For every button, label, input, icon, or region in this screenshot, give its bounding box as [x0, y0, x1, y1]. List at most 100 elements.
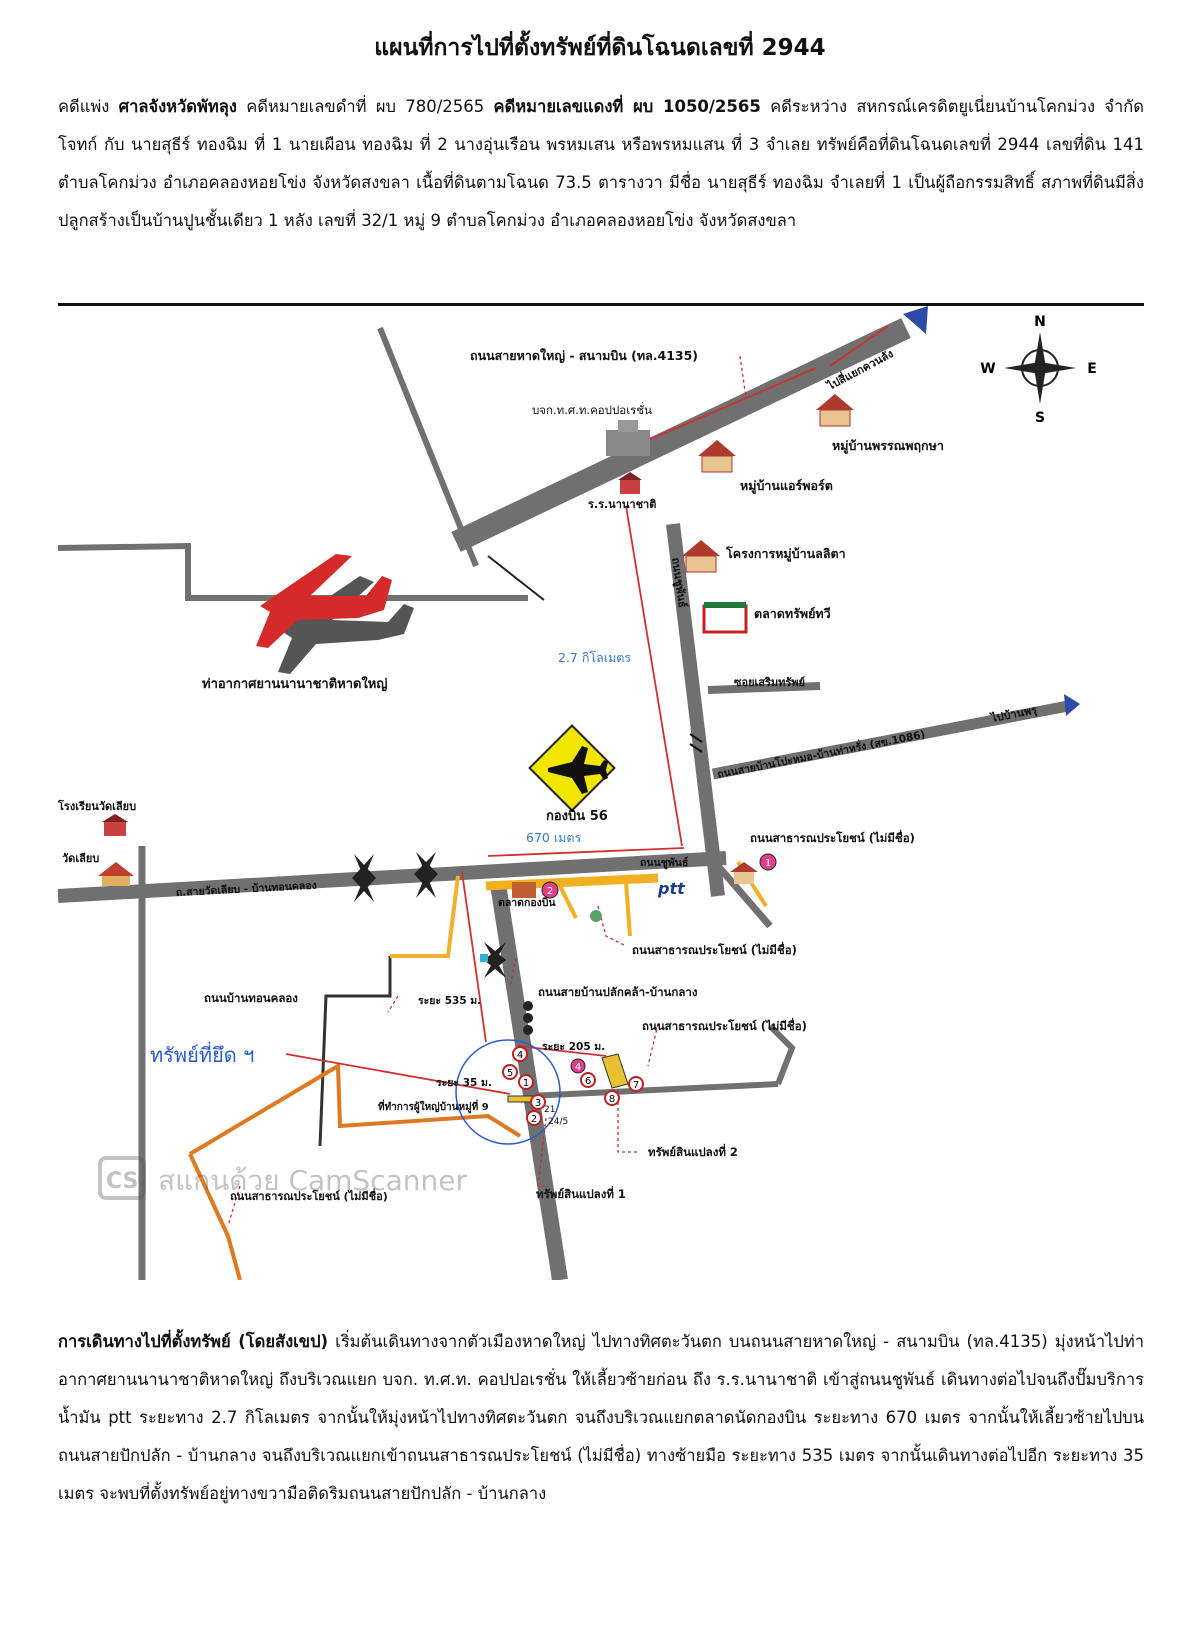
property-markers: 1 2 4 5 1 3 2 4 6 7 8	[502, 853, 777, 1126]
market-wing-icon	[512, 882, 536, 898]
company-building-icon	[606, 420, 650, 456]
label-village-airport: หมู่บ้านแอร์พอร์ต	[740, 478, 833, 494]
marker-2b: 2	[526, 1110, 542, 1126]
trees-icon	[523, 1001, 533, 1035]
school-wat-icon	[102, 814, 128, 836]
label-number-24-5: 24/5	[548, 1117, 568, 1127]
court-name: ศาลจังหวัดพัทลุง	[118, 97, 237, 116]
marker-4b: 4	[570, 1058, 586, 1074]
svg-text:3: 3	[535, 1098, 541, 1109]
label-public-road-right: ถนนสาธารณประโยชน์ (ไม่มีชื่อ)	[642, 1017, 807, 1033]
road-north-west	[377, 326, 479, 568]
svg-text:1: 1	[765, 858, 771, 869]
thin-road	[487, 555, 545, 601]
label-to-ban-phru: ไปบ้านพรุ	[988, 702, 1038, 726]
svg-text:2: 2	[547, 886, 553, 897]
road-public-right-end	[767, 1023, 796, 1086]
market-yellow-branch-2	[624, 881, 632, 937]
compass-s: S	[1035, 410, 1045, 426]
label-market-sapthawee: ตลาดทรัพย์ทวี	[754, 606, 831, 621]
road-airport-highway	[451, 318, 911, 552]
plot-icon	[601, 1053, 629, 1089]
route-segment-chuphan	[625, 505, 683, 847]
label-dist-35: ระยะ 35 ม.	[436, 1077, 492, 1089]
temple-icon	[98, 862, 134, 886]
house-icon	[730, 862, 758, 884]
label-public-road-mid: ถนนสาธารณประโยชน์ (ไม่มีชื่อ)	[632, 941, 797, 957]
label-road-paklak: ถนนสายบ้านปลักคล้า-บ้านกลาง	[538, 985, 698, 999]
label-public-road-bottom: ถนนสาธารณประโยชน์ (ไม่มีชื่อ)	[230, 1188, 388, 1203]
marker-1: 1	[759, 853, 777, 871]
route-segment-1	[829, 325, 889, 367]
label-wing-56: กองบิน 56	[546, 809, 608, 824]
label-village-pornpruksa: หมู่บ้านพรรณพฤกษา	[832, 438, 944, 454]
road-yellow-small	[390, 875, 460, 958]
route-segment-670	[487, 847, 685, 857]
marker-2: 2	[541, 881, 559, 899]
house-icon	[816, 394, 854, 427]
label-company: บจก.ท.ศ.ท.คอปปอเรชั่น	[532, 402, 652, 417]
label-road-chuphan-2: ถนนชูพันธ์	[640, 856, 688, 870]
route-map: N S E W ptt 1 2 4 5 1 3 2 4	[58, 306, 1097, 1280]
school-icon	[618, 472, 642, 494]
label-public-road-top: ถนนสาธารณประโยชน์ (ไม่มีชื่อ)	[750, 829, 915, 845]
marker-3: 3	[530, 1094, 546, 1110]
label-airport: ท่าอากาศยานนานาชาติหาดใหญ่	[202, 675, 387, 692]
gas-icon	[590, 910, 602, 922]
svg-text:8: 8	[609, 1094, 615, 1105]
label-dist-205: ระยะ 205 ม.	[542, 1041, 605, 1053]
label-dist-535: ระยะ 535 ม.	[418, 995, 481, 1007]
route-heading: การเดินทางไปที่ตั้งทรัพย์ (โดยสังเขป)	[58, 1332, 329, 1351]
road-branch-east	[715, 863, 773, 929]
intro-text-3: คดีระหว่าง สหกรณ์เครดิตยูเนี่ยนบ้านโคกม่…	[58, 97, 1144, 230]
airport-sign-icon	[528, 724, 616, 812]
seized-area-circle	[455, 1039, 561, 1145]
roads	[58, 318, 1070, 1280]
road-orange-south	[188, 1153, 242, 1280]
label-road-thonkhlong: ถนนบ้านทอนคลอง	[204, 991, 298, 1005]
road-thonkhlong	[318, 956, 392, 1147]
seized-pointer	[285, 1053, 511, 1095]
road-kho-hong	[711, 700, 1070, 780]
label-number-21: 21	[544, 1105, 555, 1115]
marker-4: 4	[512, 1046, 528, 1062]
arrow-northeast	[903, 306, 928, 334]
road-orange	[188, 1062, 522, 1156]
intersection-icon	[414, 852, 438, 898]
marker-1b: 1	[518, 1074, 534, 1090]
dotted-leaders	[227, 355, 747, 1227]
marker-5: 5	[502, 1064, 518, 1080]
svg-text:1: 1	[523, 1078, 529, 1089]
label-dist-670m: 670 เมตร	[526, 830, 581, 845]
soi-soemsap	[707, 682, 821, 694]
watermark-logo: CS	[106, 1169, 138, 1194]
label-school-intl: ร.ร.นานาชาติ	[588, 498, 656, 511]
marker-6: 6	[580, 1072, 596, 1088]
route-segment-535	[461, 871, 487, 1043]
document-title: แผนที่การไปที่ตั้งทรัพย์ที่ดินโฉนดเลขที่…	[374, 35, 826, 61]
house-icon	[682, 540, 720, 573]
label-road-airport: ถนนสายหาดใหญ่ - สนามบิน (ทล.4135)	[470, 348, 698, 363]
svg-text:5: 5	[507, 1068, 513, 1079]
road-chuphan	[666, 523, 725, 897]
case-description: คดีแพ่ง ศาลจังหวัดพัทลุง คดีหมายเลขดำที่…	[58, 88, 1144, 240]
route-segment-205	[517, 1045, 607, 1057]
route-description: การเดินทางไปที่ตั้งทรัพย์ (โดยสังเขป) เร…	[58, 1323, 1144, 1513]
label-dist-2-7km: 2.7 กิโลเมตร	[558, 650, 631, 665]
label-wat: วัดเลียบ	[62, 852, 99, 865]
svg-text:6: 6	[585, 1076, 591, 1087]
divider-line	[58, 303, 1144, 306]
svg-text:4: 4	[517, 1050, 523, 1061]
label-school-wat: โรงเรียนวัดเลียบ	[58, 799, 136, 813]
svg-text:7: 7	[633, 1080, 639, 1091]
compass-icon: N S E W	[980, 314, 1097, 426]
intro-text-2: คดีหมายเลขดำที่ ผบ 780/2565	[236, 97, 494, 116]
svg-text:4: 4	[575, 1062, 581, 1073]
camscanner-watermark: CS สแกนด้วย CamScanner	[98, 1156, 467, 1200]
route-lines	[285, 325, 889, 1095]
label-plot-1: ทรัพย์สินแปลงที่ 1	[536, 1185, 626, 1201]
house-icon	[698, 440, 736, 473]
watermark-text: สแกนด้วย CamScanner	[158, 1164, 467, 1197]
market-yellow-road	[485, 873, 659, 891]
marker-8: 8	[604, 1090, 620, 1106]
